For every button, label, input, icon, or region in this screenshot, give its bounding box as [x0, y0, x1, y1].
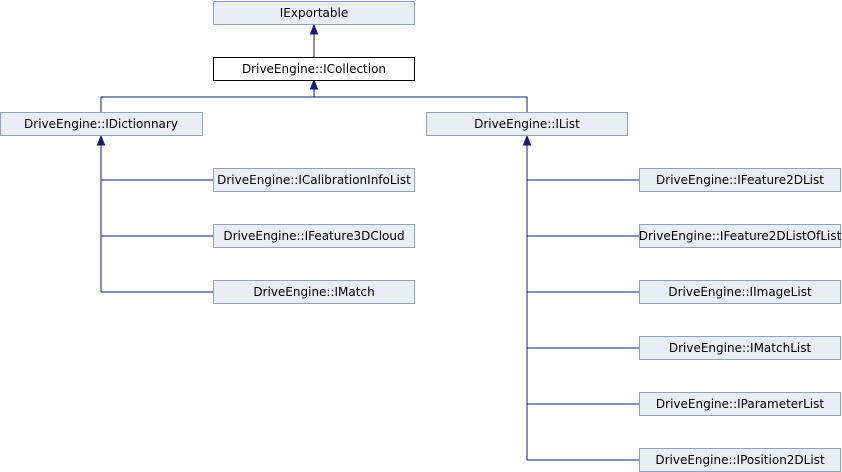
- node-iimagelist[interactable]: DriveEngine::IImageList: [639, 280, 841, 304]
- edge-ilist-icollection: [314, 96, 528, 112]
- node-label: DriveEngine::IList: [474, 117, 580, 131]
- node-icollection-current: DriveEngine::ICollection: [213, 57, 415, 81]
- node-ifeature2dlistoflist[interactable]: DriveEngine::IFeature2DListOfList: [639, 224, 842, 248]
- node-iexportable[interactable]: IExportable: [213, 1, 415, 25]
- node-label: DriveEngine::ICollection: [242, 62, 386, 76]
- edge-arrowhead: [96, 134, 106, 146]
- node-label: DriveEngine::IImageList: [668, 285, 812, 299]
- node-label: DriveEngine::IPosition2DList: [655, 453, 825, 467]
- edge-arrowhead: [522, 134, 532, 146]
- node-label: DriveEngine::IFeature3DCloud: [223, 229, 404, 243]
- node-label: IExportable: [280, 6, 349, 20]
- node-label: DriveEngine::IMatchList: [669, 341, 812, 355]
- node-label: DriveEngine::IFeature2DListOfList: [639, 229, 842, 243]
- node-iparameterlist[interactable]: DriveEngine::IParameterList: [639, 392, 841, 416]
- node-label: DriveEngine::IMatch: [253, 285, 374, 299]
- node-idictionnary[interactable]: DriveEngine::IDictionnary: [0, 112, 203, 136]
- node-imatchlist[interactable]: DriveEngine::IMatchList: [639, 336, 841, 360]
- node-ilist[interactable]: DriveEngine::IList: [426, 112, 628, 136]
- node-icalibrationinfolist[interactable]: DriveEngine::ICalibrationInfoList: [213, 168, 415, 192]
- node-ifeature3dcloud[interactable]: DriveEngine::IFeature3DCloud: [213, 224, 415, 248]
- edge-arrowhead: [309, 78, 319, 90]
- node-ifeature2dlist[interactable]: DriveEngine::IFeature2DList: [639, 168, 841, 192]
- node-label: DriveEngine::IParameterList: [656, 397, 824, 411]
- edge-arrowhead: [309, 23, 319, 35]
- node-label: DriveEngine::ICalibrationInfoList: [217, 173, 411, 187]
- edge-idictionnary-icollection: [100, 96, 314, 112]
- node-label: DriveEngine::IFeature2DList: [656, 173, 824, 187]
- node-imatch[interactable]: DriveEngine::IMatch: [213, 280, 415, 304]
- inheritance-edges: [96, 23, 639, 461]
- node-iposition2dlist[interactable]: DriveEngine::IPosition2DList: [639, 448, 841, 472]
- node-label: DriveEngine::IDictionnary: [24, 117, 178, 131]
